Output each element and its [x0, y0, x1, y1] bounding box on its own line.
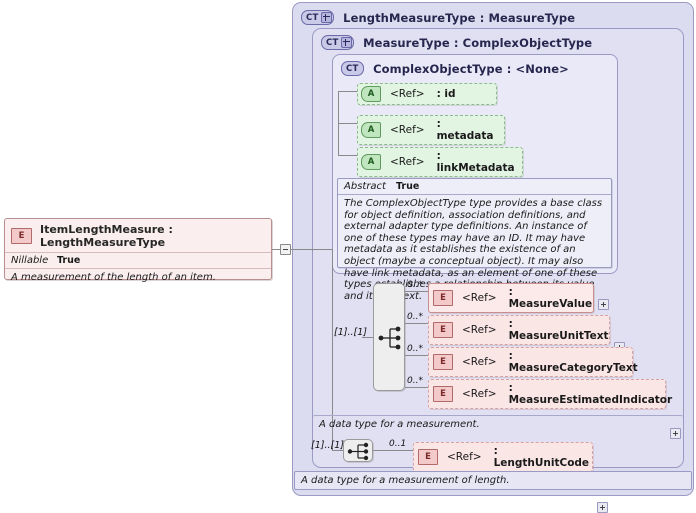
attribute-ref-label: <Ref>	[390, 156, 425, 168]
root-connector-line	[332, 249, 333, 450]
collapse-toggle[interactable]	[280, 244, 291, 255]
element-ref-label: <Ref>	[447, 451, 482, 463]
sequence-branch-line	[405, 387, 429, 388]
attribute-branch-line	[338, 155, 358, 156]
root-element-documentation: A measurement of the length of an item.	[11, 272, 216, 283]
element-badge-icon: E	[11, 228, 32, 244]
root-connector-line	[272, 249, 281, 250]
container-title: LengthMeasureType : MeasureType	[343, 10, 576, 25]
complextype-badge-icon[interactable]: CT	[301, 10, 334, 25]
element-name-label: : MeasureValue	[508, 286, 593, 310]
sequence-input-line	[332, 450, 344, 451]
element-row-measure-category-text[interactable]: E <Ref> : MeasureCategoryText	[428, 347, 638, 377]
occurrence-label: 0..*	[407, 312, 423, 322]
element-name-label: : MeasureUnitText	[508, 318, 609, 342]
container-header-measure-type: CT MeasureType : ComplexObjectType	[321, 35, 592, 50]
sequence-icon	[347, 442, 369, 461]
attribute-badge-icon: A	[361, 154, 381, 170]
attribute-ref-label: <Ref>	[390, 88, 425, 100]
annotation-block: Abstract True The ComplexObjectType type…	[337, 178, 612, 302]
element-name-label: : LengthUnitCode	[493, 445, 590, 469]
attribute-row-linkmetadata[interactable]: A <Ref> : linkMetadata	[357, 147, 523, 177]
sequence-branch-line	[405, 355, 429, 356]
measure-sequence-box[interactable]	[373, 283, 405, 391]
attribute-badge-icon: A	[361, 86, 381, 102]
element-badge-icon: E	[433, 322, 453, 338]
length-type-caption: A data type for a measurement of length.	[294, 471, 692, 490]
attribute-ref-label: <Ref>	[390, 124, 425, 136]
element-ref-label: <Ref>	[462, 356, 497, 368]
element-ref-label: <Ref>	[462, 388, 497, 400]
container-title: MeasureType : ComplexObjectType	[363, 35, 593, 50]
attribute-row-metadata[interactable]: A <Ref> : metadata	[357, 115, 505, 145]
sequence-branch-line	[405, 291, 429, 292]
element-row-measure-value[interactable]: E <Ref> : MeasureValue	[428, 283, 594, 313]
root-element-header: E ItemLengthMeasure : LengthMeasureType	[5, 219, 271, 253]
occurrence-label: 0..*	[407, 280, 423, 290]
attribute-name-label: : id	[436, 88, 456, 100]
element-badge-icon: E	[433, 386, 453, 402]
element-row-length-unit-code[interactable]: E <Ref> : LengthUnitCode	[413, 442, 593, 472]
element-badge-icon: E	[433, 290, 453, 306]
occurrence-label: 0..1	[389, 439, 407, 449]
element-row-measure-unit-text[interactable]: E <Ref> : MeasureUnitText	[428, 315, 610, 345]
attribute-name-label: : metadata	[436, 118, 494, 142]
measure-type-caption: A data type for a measurement.	[313, 415, 683, 433]
annotation-key: Abstract	[344, 181, 386, 192]
container-header-complex-object-type: CT ComplexObjectType : <None>	[341, 61, 569, 76]
sequence-icon	[378, 326, 401, 350]
attribute-row-id[interactable]: A <Ref> : id	[357, 83, 497, 105]
ct-badge-label: CT	[346, 63, 359, 74]
length-sequence-box[interactable]	[343, 439, 373, 462]
root-element-nillable-row: Nillable True	[5, 253, 271, 269]
complextype-badge-icon[interactable]: CT	[341, 61, 364, 76]
expand-plus-icon[interactable]	[320, 12, 332, 23]
occurrence-label: 0..*	[407, 376, 423, 386]
attribute-badge-icon: A	[361, 122, 381, 138]
expand-toggle[interactable]	[670, 428, 681, 439]
measure-sequence-cardinality: [1]..[1]	[334, 327, 367, 338]
container-header-length-measure-type: CT LengthMeasureType : MeasureType	[301, 10, 575, 25]
expand-plus-icon[interactable]	[340, 37, 352, 48]
element-name-label: : MeasureEstimatedIndicator	[508, 382, 673, 406]
attribute-name-label: : linkMetadata	[436, 150, 515, 174]
element-badge-icon: E	[433, 354, 453, 370]
complextype-badge-icon[interactable]: CT	[321, 35, 354, 50]
annotation-abstract-row: Abstract True	[338, 179, 611, 195]
element-ref-label: <Ref>	[462, 324, 497, 336]
attribute-branch-line	[338, 123, 358, 124]
sequence-branch-line	[373, 450, 413, 451]
root-element-box[interactable]: E ItemLengthMeasure : LengthMeasureType …	[4, 218, 272, 283]
root-element-title: ItemLengthMeasure : LengthMeasureType	[40, 223, 173, 249]
property-value: True	[57, 255, 81, 266]
length-sequence-cardinality: [1]..[1]	[311, 440, 344, 451]
annotation-value: True	[395, 181, 420, 192]
attribute-branch-line	[338, 91, 358, 92]
element-name-label: : MeasureCategoryText	[508, 350, 638, 374]
ct-badge-label: CT	[306, 12, 319, 23]
expand-toggle[interactable]	[598, 299, 609, 310]
property-key: Nillable	[11, 255, 49, 266]
sequence-branch-line	[405, 323, 429, 324]
sequence-input-line	[362, 337, 374, 338]
container-title: ComplexObjectType : <None>	[373, 61, 569, 76]
occurrence-label: 0..*	[407, 344, 423, 354]
ct-badge-label: CT	[326, 37, 339, 48]
element-badge-icon: E	[418, 449, 438, 465]
panel-guide-line	[312, 249, 313, 251]
expand-toggle[interactable]	[597, 502, 608, 513]
element-ref-label: <Ref>	[462, 292, 497, 304]
element-row-measure-estimated-indicator[interactable]: E <Ref> : MeasureEstimatedIndicator	[428, 379, 672, 409]
